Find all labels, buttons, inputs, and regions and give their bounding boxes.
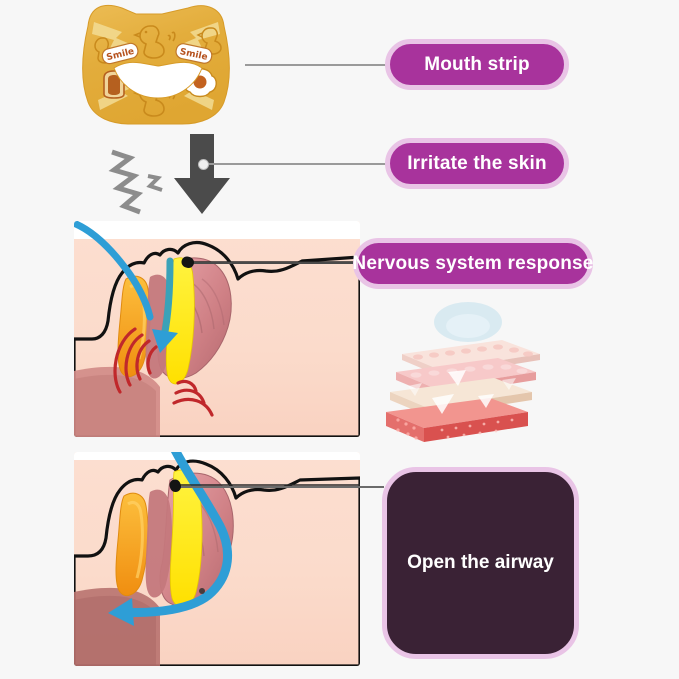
- down-arrow-icon: [174, 134, 230, 214]
- anchor-dot-irritate: [198, 159, 209, 170]
- leader-line-airway: [176, 486, 384, 488]
- callout-nervous-system-response[interactable]: Nervous system response: [352, 238, 594, 289]
- callout-mouth-strip-label: Mouth strip: [424, 53, 530, 75]
- skin-layers-svg: [386, 302, 540, 442]
- open-airway-svg: [74, 452, 360, 666]
- callout-open-the-airway-label: Open the airway: [407, 552, 554, 573]
- skin-layers-illustration: [382, 302, 544, 444]
- callout-nervous-system-response-label: Nervous system response: [352, 252, 594, 274]
- callout-open-the-airway[interactable]: Open the airway: [382, 467, 579, 659]
- open-airway-panel: [74, 452, 360, 666]
- leader-line-nervous: [188, 262, 356, 264]
- leader-line-irritate: [203, 163, 387, 165]
- blocked-airway-svg: [74, 221, 360, 437]
- blocked-airway-panel: [74, 221, 360, 437]
- anchor-dot-nervous: [183, 257, 194, 268]
- anchor-dot-airway: [170, 481, 181, 492]
- callout-mouth-strip[interactable]: Mouth strip: [385, 39, 569, 90]
- snore-zigzag-lines: [108, 148, 178, 218]
- zigzag-icon: [108, 149, 163, 215]
- callout-irritate-the-skin-label: Irritate the skin: [407, 152, 547, 174]
- callout-irritate-the-skin[interactable]: Irritate the skin: [385, 138, 569, 189]
- mouth-strip-illustration: Smile Smile: [70, 0, 250, 130]
- leader-line-mouth-strip: [245, 64, 387, 66]
- downward-pressure-arrow: [170, 130, 240, 220]
- mouth-strip-svg: Smile Smile: [82, 4, 230, 125]
